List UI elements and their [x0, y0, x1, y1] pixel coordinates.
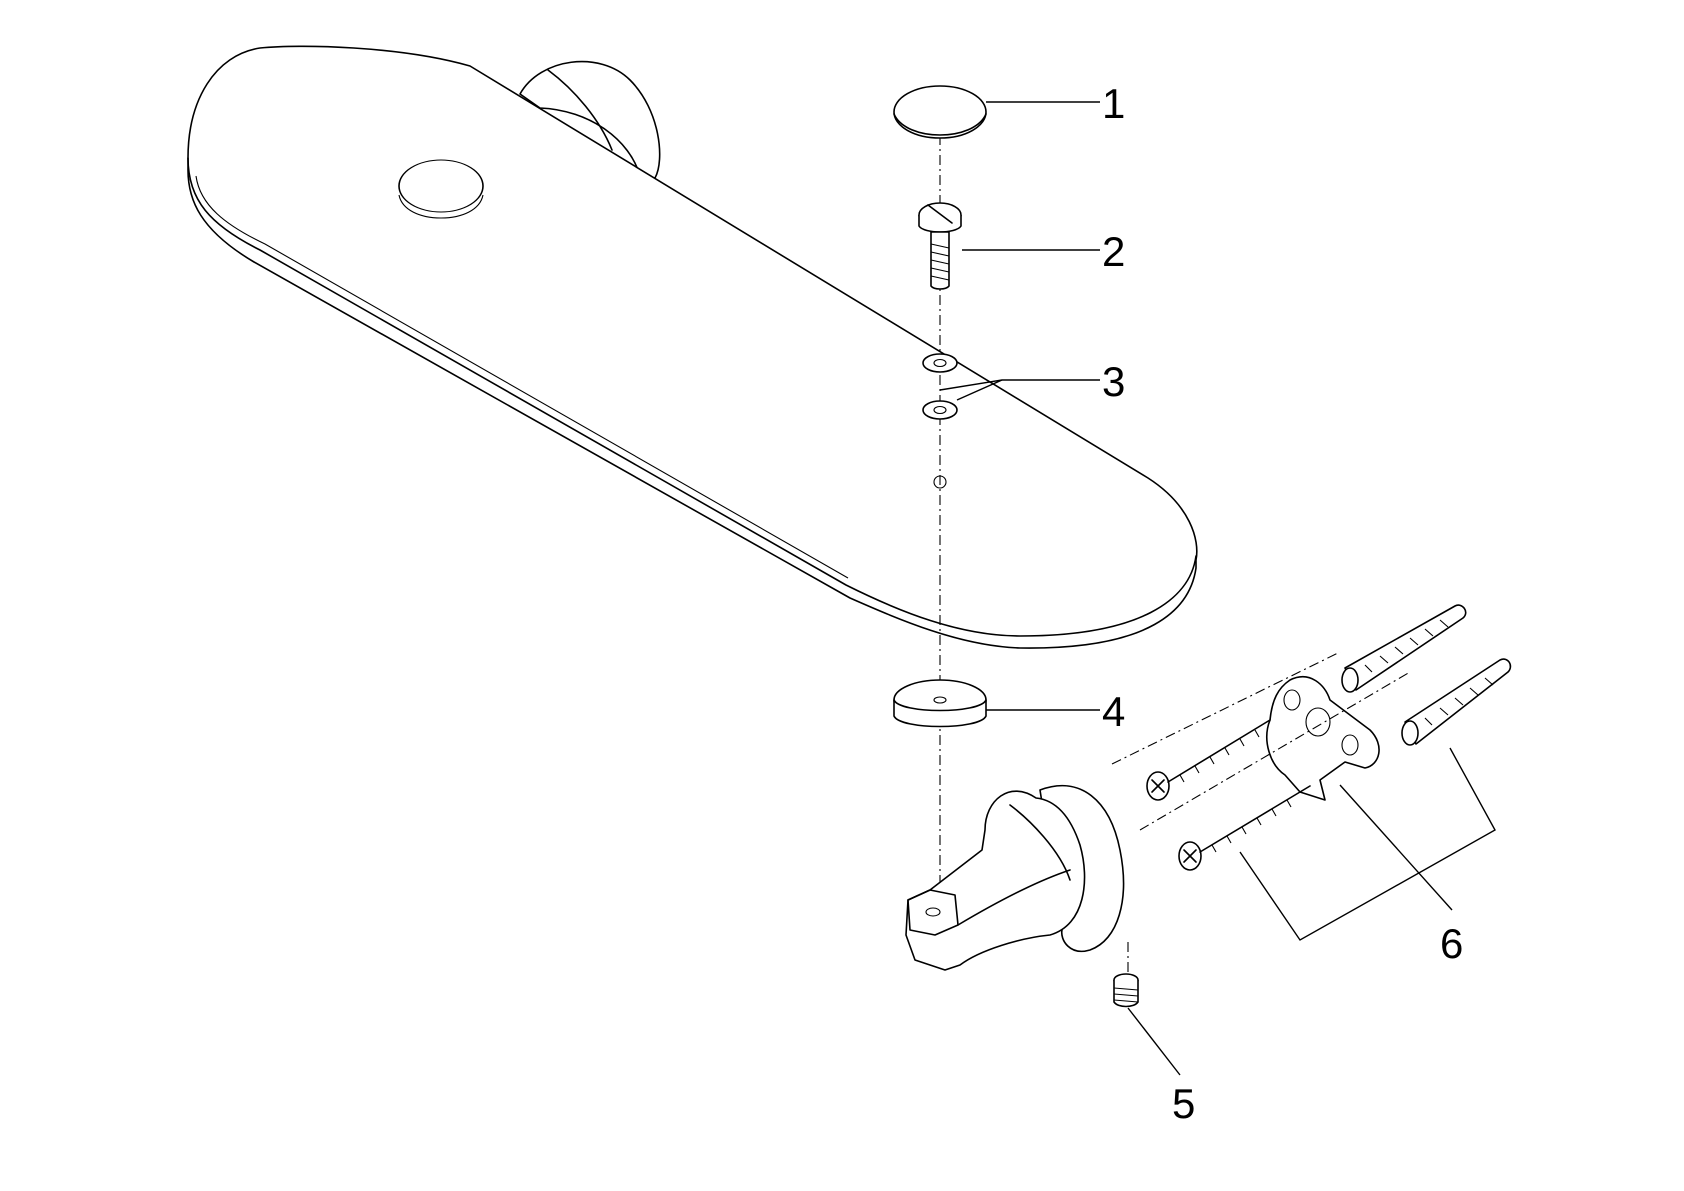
leader-lines [939, 101, 1496, 1076]
part-label-4: 4 [1102, 688, 1125, 735]
shelf-plate-icon [187, 45, 1198, 649]
set-screw-icon [1113, 942, 1139, 1008]
mounting-plate-icon [1266, 675, 1380, 801]
washer-pair-icon [922, 353, 958, 420]
slotted-screw-icon [918, 202, 962, 290]
part-label-2: 2 [1102, 228, 1125, 275]
wall-bracket-icon [905, 784, 1125, 971]
wall-plug-icon [1341, 604, 1512, 746]
cover-cap-icon [893, 85, 987, 139]
part-label-3: 3 [1102, 358, 1125, 405]
wood-screw-icon [1111, 651, 1411, 871]
rear-bracket-icon [519, 60, 661, 179]
rubber-pad-icon [893, 679, 987, 728]
part-label-1: 1 [1102, 80, 1125, 127]
part-label-5: 5 [1172, 1080, 1195, 1127]
part-label-6: 6 [1440, 920, 1463, 967]
